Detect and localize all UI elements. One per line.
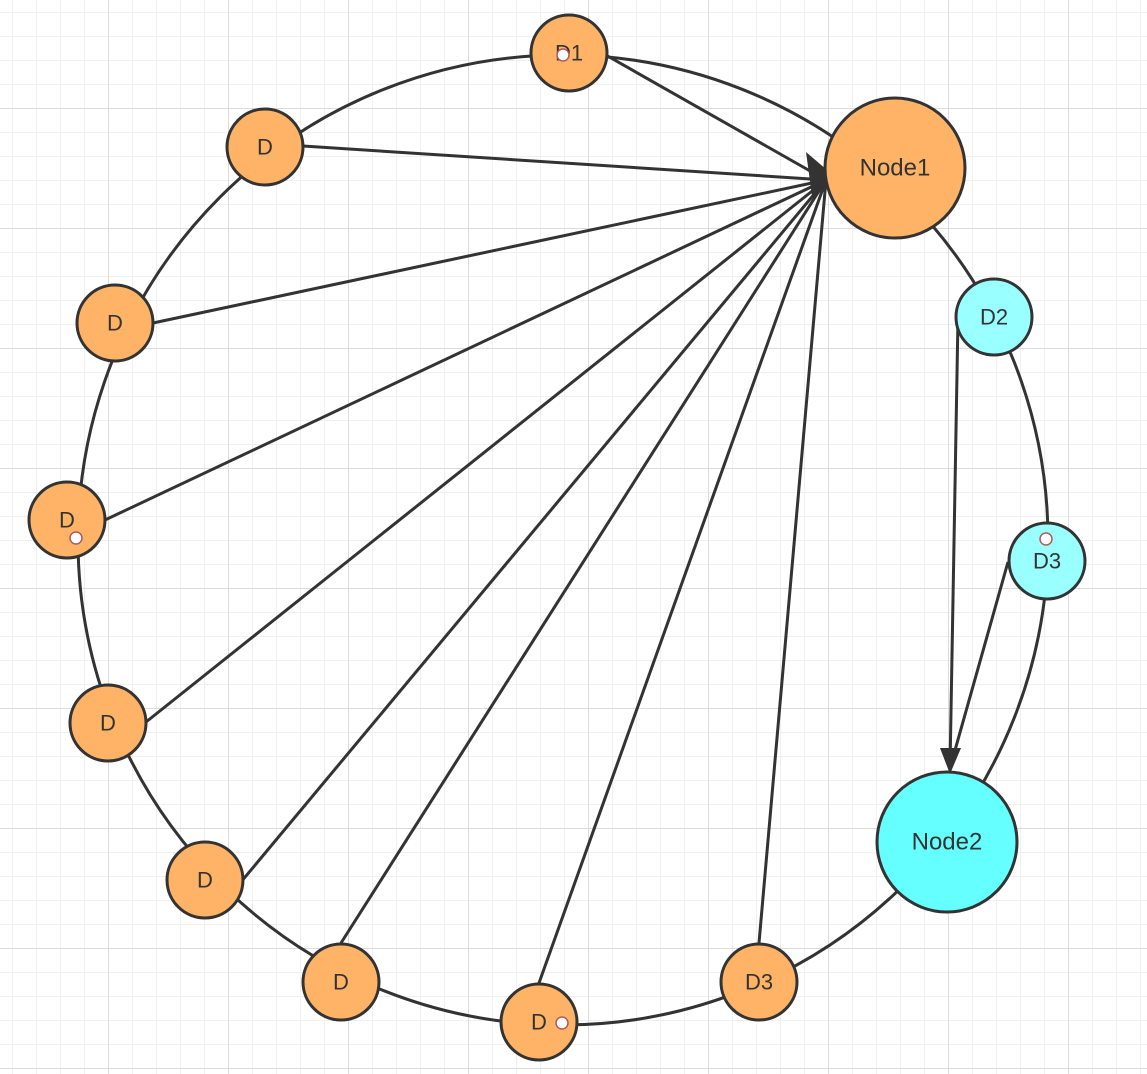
- edge-d2-right-to-node2: [948, 317, 960, 769]
- ring-node-d1-top: D1: [529, 13, 609, 93]
- server-node-node2: Node2: [875, 770, 1019, 914]
- arrowhead-node2: [940, 748, 961, 774]
- edge-d-5-to-node1: [239, 179, 828, 883]
- ring-node-label: D: [107, 311, 123, 336]
- edge-d-2-to-node1: [152, 178, 827, 325]
- ring-node-label: D: [333, 970, 349, 995]
- position-marker-dot: [69, 531, 83, 545]
- ring-node-d-1: D: [225, 107, 305, 187]
- ring-node-circle: [954, 277, 1034, 357]
- ring-node-label: D: [531, 1010, 547, 1035]
- ring-node-d3-bottom: D3: [719, 942, 799, 1022]
- edge-d1-top-to-node1: [603, 52, 827, 182]
- edge-d3-right-to-node2: [948, 561, 1010, 769]
- ring-node-d-4: D: [68, 683, 148, 763]
- edge-d-4-to-node1: [145, 178, 827, 724]
- ring-node-d-5: D: [165, 840, 245, 920]
- ring-node-circle: [165, 840, 245, 920]
- server-node-circle: [875, 770, 1019, 914]
- ring-node-circle: [1007, 521, 1087, 601]
- server-node-label: Node1: [860, 155, 931, 182]
- edge-d-7-to-node1: [537, 179, 828, 984]
- ring-node-label: D: [100, 711, 116, 736]
- position-marker-dot: [555, 1016, 569, 1030]
- edge-d-3-to-node1: [104, 178, 827, 522]
- ring-node-circle: [719, 942, 799, 1022]
- ring-node-label: D2: [980, 305, 1008, 330]
- ring-node-label: D: [257, 135, 273, 160]
- position-marker-dot: [1039, 532, 1053, 546]
- ring-node-label: D3: [745, 970, 773, 995]
- server-node-node1: Node1: [823, 96, 967, 240]
- ring-node-circle: [225, 107, 305, 187]
- ring-node-circle: [27, 480, 107, 560]
- arrowhead-node1: [806, 152, 834, 196]
- ring-node-circle: [499, 982, 579, 1062]
- ring-node-d-2: D: [75, 283, 155, 363]
- position-marker-dot: [556, 48, 570, 62]
- server-node-circle: [823, 96, 967, 240]
- ring-node-circle: [75, 283, 155, 363]
- ring-node-d3-right: D3: [1007, 521, 1087, 601]
- server-node-label: Node2: [912, 829, 983, 856]
- edge-d3-bottom-to-node1: [757, 179, 828, 944]
- ring-node-d-7: D: [499, 982, 579, 1062]
- ring-node-d2-right: D2: [954, 277, 1034, 357]
- edge-d-6-to-node1: [339, 179, 828, 944]
- ring-node-label: D: [59, 508, 75, 533]
- ring-node-circle: [301, 942, 381, 1022]
- ring-node-label: D: [197, 868, 213, 893]
- ring-node-circle: [68, 683, 148, 763]
- edges: [104, 52, 1010, 984]
- edge-d-1-to-node1: [302, 144, 827, 182]
- ring-node-d-3: D: [27, 480, 107, 560]
- ring-node-d-6: D: [301, 942, 381, 1022]
- ring-node-label: D3: [1033, 549, 1061, 574]
